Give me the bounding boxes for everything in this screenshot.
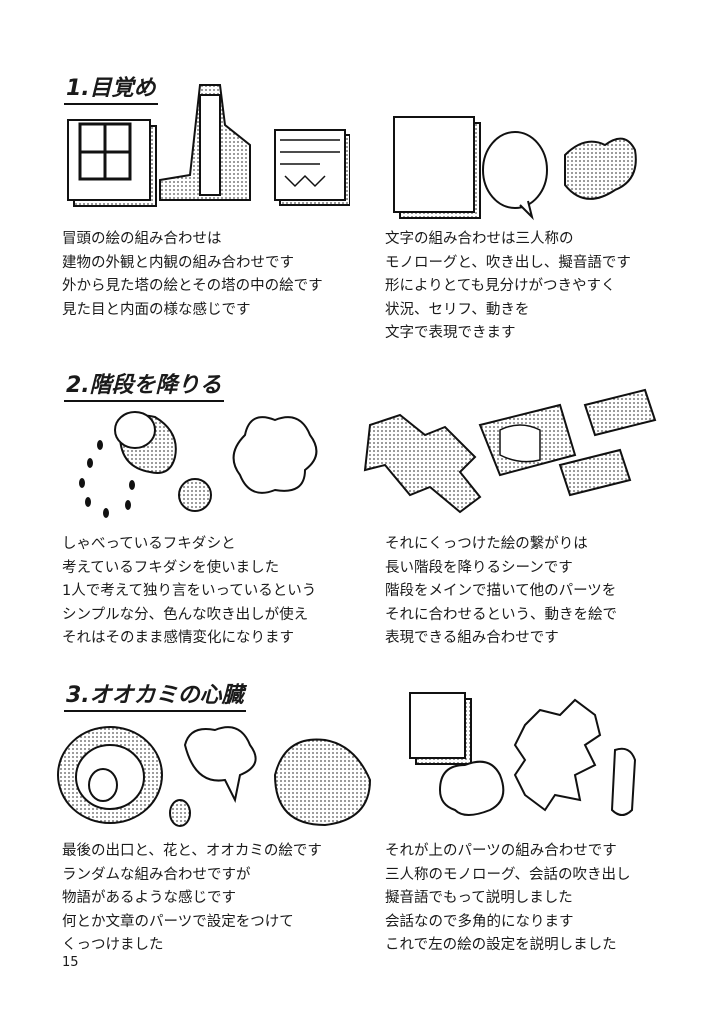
text-line: ランダムな組み合わせですが [62,866,251,883]
wolf-heart-illustration [57,726,372,827]
text-line: 何とか文章のパーツで設定をつけて [62,913,294,930]
stairs-illustration [363,388,657,514]
text-line: 外から見た塔の絵とその塔の中の絵です [62,278,323,294]
text-line: シンプルな分、色んな吹き出しが使え [62,606,309,623]
text-line: くっつけました [62,937,164,953]
text-line: 文字で表現できます [385,325,516,341]
lettering-illustration [393,116,637,221]
text-line: 物語があるような感じです [62,890,236,906]
text-line: 建物の外観と内観の組み合わせです [62,254,294,271]
text-line: 状況、セリフ、動きを [385,301,530,318]
monologue-illustration [409,692,637,816]
text-line: それにくっつけた絵の繋がりは [385,536,588,552]
section-3-right-text: それが上のパーツの組み合わせです 三人称のモノローグ、会話の吹き出し 擬音語でも… [385,840,630,958]
page-number: 15 [62,955,79,970]
text-line: 1人で考えて独り言をいっているという [62,583,317,599]
text-line: これで左の絵の設定を説明しました [385,937,617,953]
section-2-left-text: しゃべっているフキダシと 考えているフキダシを使いました 1人で考えて独り言をい… [62,533,316,651]
text-line: それが上のパーツの組み合わせです [385,843,617,859]
section-2-title: 2.階段を降りる [64,373,224,402]
text-line: 階段をメインで描いて他のパーツを [385,583,617,599]
section-2-right-text: それにくっつけた絵の繋がりは 長い階段を降りるシーンです 階段をメインで描いて他… [385,533,617,651]
text-line: 文字の組み合わせは三人称の [385,231,574,247]
text-line: 考えているフキダシを使いました [62,559,280,576]
text-line: 最後の出口と、花と、オオカミの絵です [62,843,322,859]
speech-bubble-icon [482,131,548,209]
text-line: 冒頭の絵の組み合わせは [62,231,222,247]
tower-illustration [67,84,350,207]
text-line: それはそのまま感情変化になります [62,630,294,646]
text-line: それに合わせるという、動きを絵で [385,606,617,623]
speech-bubbles-illustration [79,411,318,518]
section-1-left-text: 冒頭の絵の組み合わせは 建物の外観と内観の組み合わせです 外から見た塔の絵とその… [62,228,323,322]
text-line: 会話なので多角的になります [385,913,574,930]
text-line: 形によりとても見分けがつきやすく [385,278,616,294]
text-line: モノローグと、吹き出し、擬音語です [385,254,631,271]
section-3-left-text: 最後の出口と、花と、オオカミの絵です ランダムな組み合わせですが 物語があるよう… [62,840,322,958]
text-line: 見た目と内面の様な感じです [62,301,251,318]
text-line: 擬音語でもって説明しました [385,890,573,906]
text-line: 表現できる組み合わせです [385,630,559,646]
section-1-title: 1.目覚め [64,76,158,105]
text-line: 長い階段を降りるシーンです [385,559,573,576]
section-1-right-text: 文字の組み合わせは三人称の モノローグと、吹き出し、擬音語です 形によりとても見… [385,228,631,346]
text-line: 三人称のモノローグ、会話の吹き出し [385,866,631,883]
text-line: しゃべっているフキダシと [62,536,236,552]
section-3-title: 3.オオカミの心臓 [64,683,246,712]
